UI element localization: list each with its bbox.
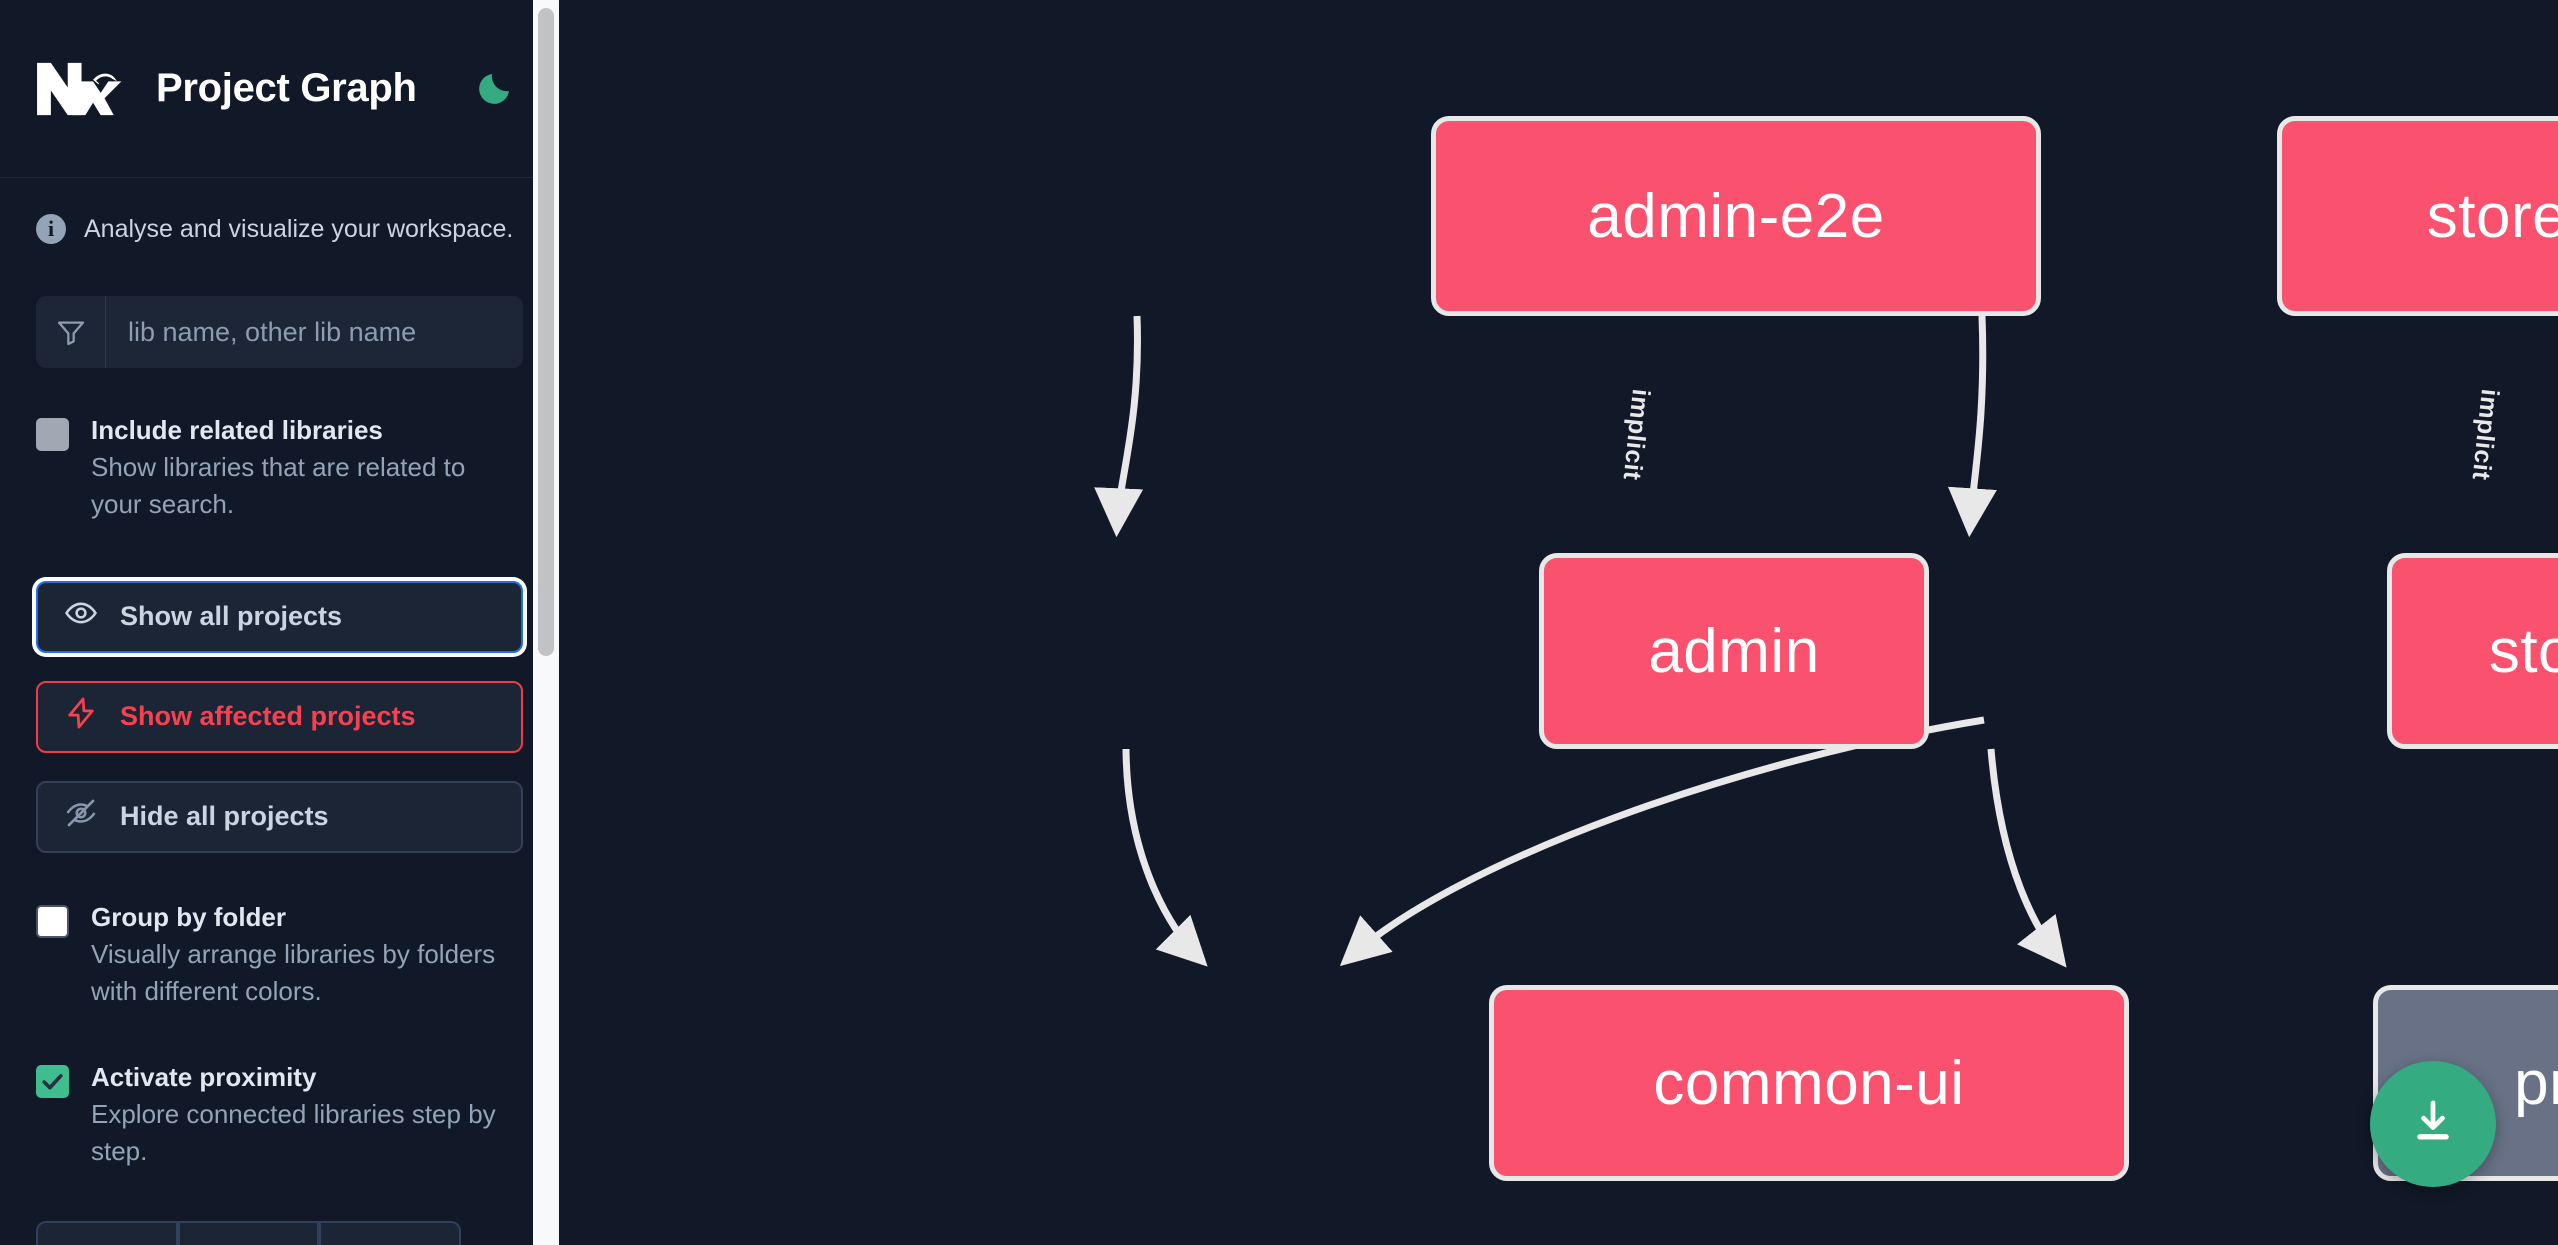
graph-node-label: products xyxy=(2514,1048,2558,1118)
eye-off-icon xyxy=(64,796,98,837)
search-input[interactable] xyxy=(106,296,523,368)
group-by-folder-label: Group by folder xyxy=(91,901,286,932)
download-graph-button[interactable] xyxy=(2370,1061,2496,1187)
edge-store-to-common-ui xyxy=(1339,716,1985,967)
graph-node-store[interactable]: store xyxy=(2387,553,2558,749)
graph-node-admin[interactable]: admin xyxy=(1539,553,1929,749)
edge-admin-to-common-ui xyxy=(1122,748,1208,967)
include-related-libraries-description: Show libraries that are related to your … xyxy=(91,451,466,519)
sidebar: Project Graph i Analyse and visualize yo… xyxy=(0,0,559,1245)
page-title: Project Graph xyxy=(156,66,417,110)
show-all-projects-label: Show all projects xyxy=(120,601,343,632)
group-by-folder-checkbox[interactable] xyxy=(36,904,69,938)
graph-node-label: admin xyxy=(1648,616,1820,686)
eye-icon xyxy=(64,596,98,637)
download-icon xyxy=(2406,1095,2460,1154)
include-related-libraries-label: Include related libraries xyxy=(91,415,383,445)
proximity-step-value[interactable] xyxy=(177,1221,320,1245)
info-icon: i xyxy=(36,214,66,244)
activate-proximity-description: Explore connected libraries step by step… xyxy=(91,1099,496,1167)
activate-proximity-label: Activate proximity xyxy=(91,1062,317,1093)
sidebar-header: Project Graph xyxy=(0,0,559,178)
show-all-projects-button[interactable]: Show all projects xyxy=(36,580,523,653)
hide-all-projects-label: Hide all projects xyxy=(120,801,329,832)
graph-canvas[interactable]: admin-e2e store-e2e admin store common-u… xyxy=(559,0,2558,1245)
graph-node-store-e2e[interactable]: store-e2e xyxy=(2277,116,2558,316)
sidebar-scrollbar[interactable] xyxy=(533,0,559,1245)
edge-admin-e2e-to-admin xyxy=(1094,315,1144,538)
filter-funnel-icon xyxy=(36,296,106,368)
edge-store-e2e-to-store xyxy=(1948,315,1997,538)
proximity-step-increase[interactable] xyxy=(319,1221,462,1245)
filter-search-box[interactable] xyxy=(36,296,523,368)
group-by-folder-description: Visually arrange libraries by folders wi… xyxy=(91,938,496,1006)
hide-all-projects-button[interactable]: Hide all projects xyxy=(36,780,523,853)
project-visibility-buttons: Show all projects Show affected projects xyxy=(36,580,523,853)
graph-node-label: admin-e2e xyxy=(1587,181,1885,251)
sidebar-scrollbar-thumb[interactable] xyxy=(538,8,554,656)
checkbox-row-group-by-folder[interactable]: Group by folder Visually arrange librari… xyxy=(0,899,559,1010)
graph-node-common-ui[interactable]: common-ui xyxy=(1489,985,2129,1181)
nx-logo-icon xyxy=(34,58,126,120)
graph-node-admin-e2e[interactable]: admin-e2e xyxy=(1431,116,2041,316)
edge-store-to-products xyxy=(1987,748,2067,968)
checkbox-row-activate-proximity[interactable]: Activate proximity Explore connected lib… xyxy=(0,1059,559,1170)
checkbox-row-include-related-libraries[interactable]: Include related libraries Show libraries… xyxy=(0,412,559,523)
tagline-text: Analyse and visualize your workspace. xyxy=(84,214,514,243)
graph-node-label: store-e2e xyxy=(2426,181,2558,251)
proximity-step-decrease[interactable] xyxy=(36,1221,178,1245)
show-affected-projects-button[interactable]: Show affected projects xyxy=(36,680,523,753)
graph-node-label: common-ui xyxy=(1653,1048,1965,1118)
activate-proximity-checkbox[interactable] xyxy=(36,1065,69,1099)
proximity-step-segmented-control[interactable] xyxy=(36,1221,462,1245)
lightning-bolt-icon xyxy=(64,696,98,737)
show-affected-projects-label: Show affected projects xyxy=(120,701,416,732)
include-related-libraries-checkbox[interactable] xyxy=(36,418,69,451)
graph-node-label: store xyxy=(2488,616,2558,686)
moon-icon[interactable] xyxy=(471,66,517,112)
tagline: i Analyse and visualize your workspace. xyxy=(0,178,559,244)
